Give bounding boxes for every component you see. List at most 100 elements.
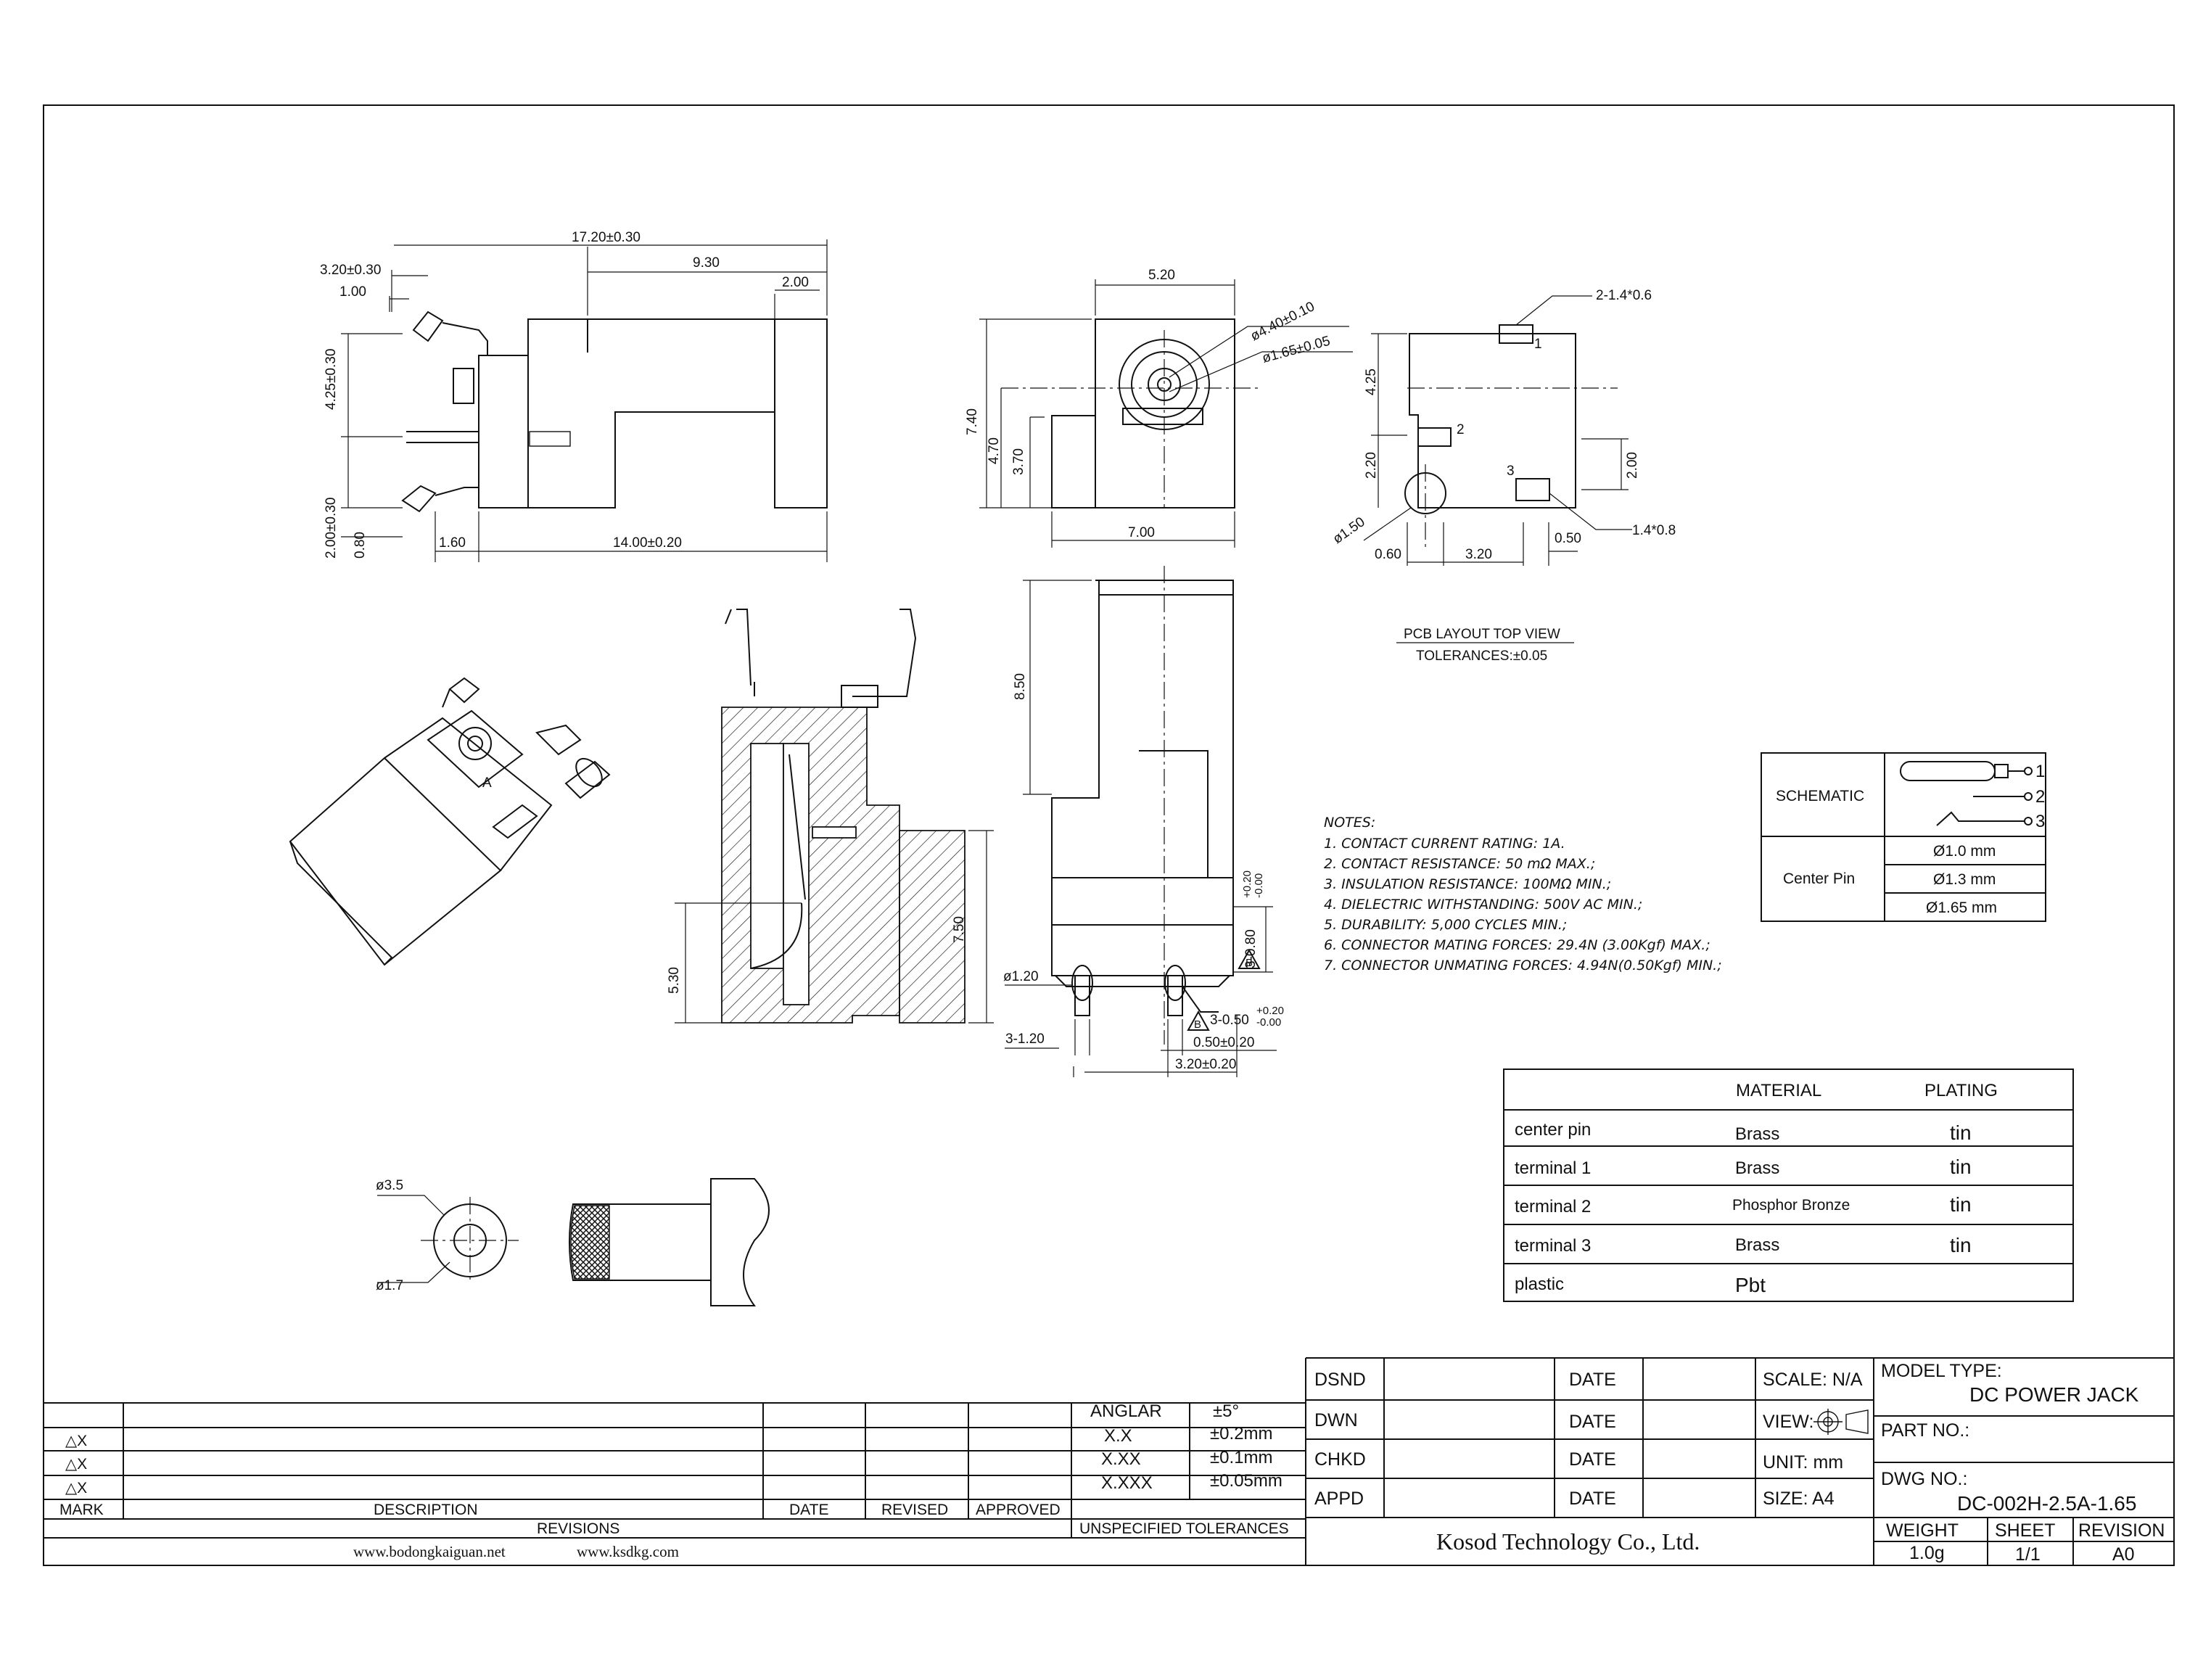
dim-3-20: 3.20±0.30 — [320, 263, 381, 278]
sheet-value: 1/1 — [2015, 1544, 2041, 1565]
company-name: Kosod Technology Co., Ltd. — [1436, 1528, 1700, 1555]
pin-label-1: 1 — [1534, 337, 1542, 352]
schematic-pin-3: 3 — [2035, 812, 2045, 831]
dim-0-60: 0.60 — [1375, 547, 1401, 562]
dim-dia-1-7: ø1.7 — [376, 1278, 403, 1293]
dim-3-70: 3.70 — [1011, 448, 1026, 475]
revision-header-mark: MARK — [59, 1502, 104, 1518]
weight-value: 1.0g — [1909, 1543, 1945, 1563]
website-1: www.bodongkaiguan.net — [353, 1543, 506, 1560]
tolerance-label-x-x: X.X — [1104, 1426, 1132, 1446]
sheet-label: SHEET — [1995, 1520, 2055, 1541]
dwg-no-label: DWG NO.: — [1881, 1469, 1967, 1489]
dim-2-00-tol: 2.00±0.30 — [324, 498, 339, 559]
dim-dia-4-40: ø4.40±0.10 — [1248, 299, 1317, 344]
sign-row-dwn: DWN — [1314, 1410, 1358, 1430]
dim-0-50-tol: 0.50±0.20 — [1193, 1035, 1254, 1050]
material-row-3-plating: tin — [1950, 1193, 1972, 1216]
sign-row-appd: APPD — [1314, 1488, 1364, 1509]
dim-1-60: 1.60 — [439, 535, 466, 551]
dwg-no-value: DC-002H-2.5A-1.65 — [1957, 1492, 2136, 1515]
revisions-footer: REVISIONS — [537, 1520, 619, 1537]
dim-dia-1-50: ø1.50 — [1330, 514, 1368, 547]
material-row-2-material: Brass — [1735, 1158, 1779, 1178]
dim-dia-3-5: ø3.5 — [376, 1178, 403, 1193]
revision-header-approved: APPROVED — [976, 1502, 1061, 1518]
weight-label: WEIGHT — [1886, 1520, 1959, 1541]
material-row-2-plating: tin — [1950, 1156, 1972, 1178]
dim-0-80: 0.80 — [353, 532, 368, 559]
pcb-layout-title: PCB LAYOUT TOP VIEW — [1404, 627, 1560, 642]
material-row-2-part: terminal 1 — [1515, 1158, 1591, 1178]
dim-dia-1-65: ø1.65±0.05 — [1261, 334, 1332, 366]
notes-title: NOTES: — [1324, 815, 1375, 831]
center-pin-option-3: Ø1.65 mm — [1926, 899, 1997, 916]
marker-b-bottom: B — [1194, 1018, 1201, 1031]
isometric-marker-a: A — [482, 775, 492, 791]
tolerances-footer: UNSPECIFIED TOLERANCES — [1079, 1520, 1289, 1537]
material-row-3-material: Phosphor Bronze — [1732, 1197, 1850, 1214]
date-label-1: DATE — [1569, 1370, 1616, 1390]
note-7: 7. CONNECTOR UNMATING FORCES: 4.94N(0.50… — [1324, 958, 1722, 973]
material-row-5-material: Pbt — [1735, 1274, 1766, 1296]
title-block: DSND DWN CHKD APPD DATE DATE DATE DATE S… — [1306, 1357, 2174, 1565]
date-label-3: DATE — [1569, 1449, 1616, 1470]
model-type-label: MODEL TYPE: — [1881, 1361, 2002, 1381]
schematic-table: SCHEMATIC 1 2 3 Center Pin Ø1.0 mm Ø1.3 … — [1761, 752, 2046, 922]
material-header: MATERIAL — [1736, 1081, 1821, 1100]
revisions-block: △X △X △X MARK DESCRIPTION DATE REVISED A… — [44, 1358, 1306, 1565]
revision-row-2-mark: △X — [65, 1456, 87, 1473]
isometric-view: A — [289, 677, 611, 966]
material-row-1-material: Brass — [1735, 1124, 1779, 1144]
center-pin-option-1: Ø1.0 mm — [1933, 843, 1996, 860]
dim-4-25-pcb: 4.25 — [1364, 368, 1379, 395]
tolerance-value-x-x: ±0.2mm — [1210, 1424, 1273, 1444]
side-view: 17.20±0.30 9.30 3.20±0.30 1.00 2.00 4.25… — [320, 230, 828, 562]
revision-header-revised: REVISED — [881, 1502, 948, 1518]
material-row-4-part: terminal 3 — [1515, 1236, 1591, 1256]
material-row-4-plating: tin — [1950, 1234, 1972, 1256]
sign-row-chkd: CHKD — [1314, 1449, 1366, 1470]
pcb-layout-view: 2-1.4*0.6 1 2 3 4.25 2.20 2.00 ø1.50 0.6… — [1330, 288, 1676, 664]
plating-header: PLATING — [1924, 1081, 1998, 1100]
dim-14-00: 14.00±0.20 — [613, 535, 682, 551]
revision-row-1-mark: △X — [65, 1433, 87, 1449]
dim-3-0-50-minus: -0.00 — [1256, 1016, 1281, 1029]
note-1: 1. CONTACT CURRENT RATING: 1A. — [1324, 836, 1565, 852]
section-view: 5.30 7.50 — [667, 609, 994, 1024]
tolerance-value-x-xxx: ±0.05mm — [1210, 1471, 1282, 1491]
part-no-label: PART NO.: — [1881, 1420, 1969, 1441]
schematic-pin-2: 2 — [2035, 787, 2045, 807]
model-type-value: DC POWER JACK — [1969, 1383, 2139, 1406]
dim-4-25: 4.25±0.30 — [324, 349, 339, 410]
tolerance-value-angular: ±5° — [1213, 1401, 1239, 1421]
revision-header-description: DESCRIPTION — [374, 1502, 478, 1518]
tolerances-block: ANGLAR ±5° X.X ±0.2mm X.XX ±0.1mm X.XXX … — [1079, 1401, 1289, 1537]
website-2: www.ksdkg.com — [577, 1543, 679, 1560]
date-label-2: DATE — [1569, 1412, 1616, 1432]
dim-dia-1-20: ø1.20 — [1003, 969, 1039, 984]
date-label-4: DATE — [1569, 1488, 1616, 1509]
view-label: VIEW: — [1763, 1412, 1813, 1432]
material-table: MATERIAL PLATING center pin Brass tin te… — [1503, 1068, 2074, 1302]
dim-1-4x0-8: 1.4*0.8 — [1632, 523, 1676, 538]
dim-1-00: 1.00 — [339, 284, 366, 300]
schematic-pin-1: 1 — [2035, 762, 2045, 781]
scale-value: SCALE: N/A — [1763, 1370, 1863, 1390]
material-row-1-part: center pin — [1515, 1120, 1591, 1140]
pin-label-2: 2 — [1457, 422, 1465, 437]
dim-3-0-50-plus: +0.20 — [1256, 1005, 1284, 1017]
dim-overall-length: 17.20±0.30 — [572, 230, 641, 245]
third-angle-projection-icon — [1813, 1409, 1869, 1435]
dim-3-1-20: 3-1.20 — [1005, 1032, 1045, 1047]
dim-0-50: 0.50 — [1555, 531, 1581, 546]
dim-2-00-pcb: 2.00 — [1625, 452, 1640, 479]
center-pin-option-2: Ø1.3 mm — [1933, 871, 1996, 888]
material-row-5-part: plastic — [1515, 1275, 1564, 1294]
material-row-3-part: terminal 2 — [1515, 1197, 1591, 1216]
size-value: SIZE: A4 — [1763, 1488, 1835, 1509]
sheet-border — [43, 104, 2175, 1566]
dim-4-70: 4.70 — [987, 437, 1002, 464]
center-pin-label: Center Pin — [1783, 870, 1855, 887]
